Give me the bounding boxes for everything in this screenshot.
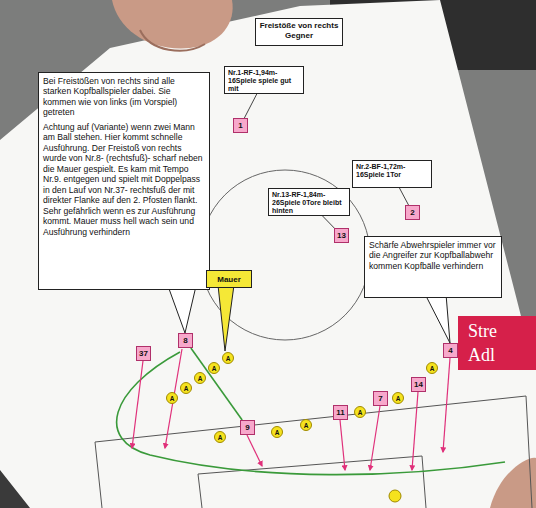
overlay-caption: Adl	[468, 346, 495, 364]
opponent-marker: A	[166, 392, 178, 404]
node-text: 1	[238, 121, 242, 130]
run-arrow	[132, 361, 143, 448]
player-info-box: Nr.1-RF-1,94m- 16Spiele spiele gut mit	[224, 66, 304, 94]
magazine-overlay	[458, 316, 536, 370]
opponent-marker: A	[300, 419, 312, 431]
node-text: Nr.2-BF-1,72m- 16Spiele 1Tor	[356, 163, 428, 179]
goalkeeper-marker	[389, 490, 401, 502]
node-text: A	[184, 385, 189, 392]
node-text: A	[218, 434, 223, 441]
penalty-area-line	[95, 442, 102, 508]
node-text: Mauer	[217, 275, 241, 284]
node-text: 7	[378, 394, 382, 403]
node-text: 2	[410, 208, 414, 217]
node-text: Achtung auf (Variante) wenn zwei Mann am…	[43, 122, 205, 237]
node-text: A	[358, 409, 363, 416]
run-arrow	[412, 392, 418, 470]
opponent-marker: A	[194, 372, 206, 384]
player-marker: 1	[233, 118, 248, 133]
run-arrow	[370, 406, 380, 470]
player-marker: 8	[178, 333, 193, 348]
opponent-marker: A	[208, 362, 220, 374]
connector-line	[399, 188, 408, 205]
wall-callout: Mauer	[206, 270, 252, 288]
run-arrow	[247, 435, 262, 466]
run-arrow	[340, 420, 345, 470]
hand	[112, 0, 233, 48]
node-text: 4	[448, 346, 452, 355]
goal-area-line	[198, 474, 202, 508]
header-box: Freistöße von rechtsGegner	[255, 18, 343, 46]
player-marker: 4	[443, 343, 458, 358]
node-text: 37	[139, 349, 148, 358]
node-text: A	[170, 395, 175, 402]
opponent-marker: A	[222, 352, 234, 364]
callout-tail	[218, 285, 234, 351]
connector-line	[323, 216, 335, 228]
node-text: 14	[414, 380, 423, 389]
overlay-caption: Stre	[468, 322, 497, 340]
player-marker: 11	[333, 405, 348, 420]
node-text: A	[275, 429, 280, 436]
node-text: Bei Freistößen von rechts sind alle star…	[43, 76, 205, 118]
opponent-marker: A	[180, 382, 192, 394]
player-marker: 7	[373, 391, 388, 406]
penalty-area-line	[95, 396, 526, 442]
callout-tail	[168, 286, 196, 333]
node-text: 9	[245, 423, 249, 432]
node-text: 11	[336, 408, 344, 417]
player-marker: 13	[334, 228, 349, 243]
callout-tail	[425, 294, 450, 343]
player-info-box: Nr.13-RF-1,84m- 26Spiele 0Tore bleibt hi…	[268, 188, 350, 216]
player-marker: 37	[136, 346, 151, 361]
penalty-area-line	[526, 396, 532, 508]
player-marker: 2	[405, 205, 420, 220]
node-text: A	[212, 365, 217, 372]
opponent-marker: A	[426, 362, 438, 374]
run-arrow	[443, 358, 450, 452]
node-text: 8	[183, 336, 187, 345]
node-text: Nr.1-RF-1,94m- 16Spiele spiele gut mit	[228, 69, 300, 93]
node-text: Schärfe Abwehrspieler immer vor die Angr…	[369, 240, 497, 271]
cross-path	[117, 352, 505, 475]
opponent-marker: A	[392, 392, 404, 404]
run-arrow	[165, 349, 182, 448]
note-callout: Schärfe Abwehrspieler immer vor die Angr…	[364, 236, 502, 298]
node-text: Gegner	[259, 31, 339, 41]
node-text: A	[430, 365, 435, 372]
opponent-marker: A	[354, 406, 366, 418]
node-text: A	[226, 355, 231, 362]
player-marker: 9	[240, 420, 255, 435]
connector-line	[191, 348, 242, 420]
opponent-marker: A	[271, 426, 283, 438]
node-text: A	[198, 375, 203, 382]
goal-area-line	[198, 456, 426, 508]
node-text: Freistöße von rechts	[259, 21, 339, 31]
player-info-box: Nr.2-BF-1,72m- 16Spiele 1Tor	[352, 160, 432, 188]
node-text: A	[304, 422, 309, 429]
player-marker: 14	[411, 377, 426, 392]
opponent-marker: A	[214, 431, 226, 443]
connector-line	[244, 94, 256, 118]
node-text: Nr.13-RF-1,84m- 26Spiele 0Tore bleibt hi…	[272, 191, 346, 215]
note-callout: Bei Freistößen von rechts sind alle star…	[38, 72, 210, 290]
hand-crease	[140, 30, 205, 51]
hand	[490, 458, 536, 508]
node-text: 13	[337, 231, 346, 240]
node-text: A	[396, 395, 401, 402]
